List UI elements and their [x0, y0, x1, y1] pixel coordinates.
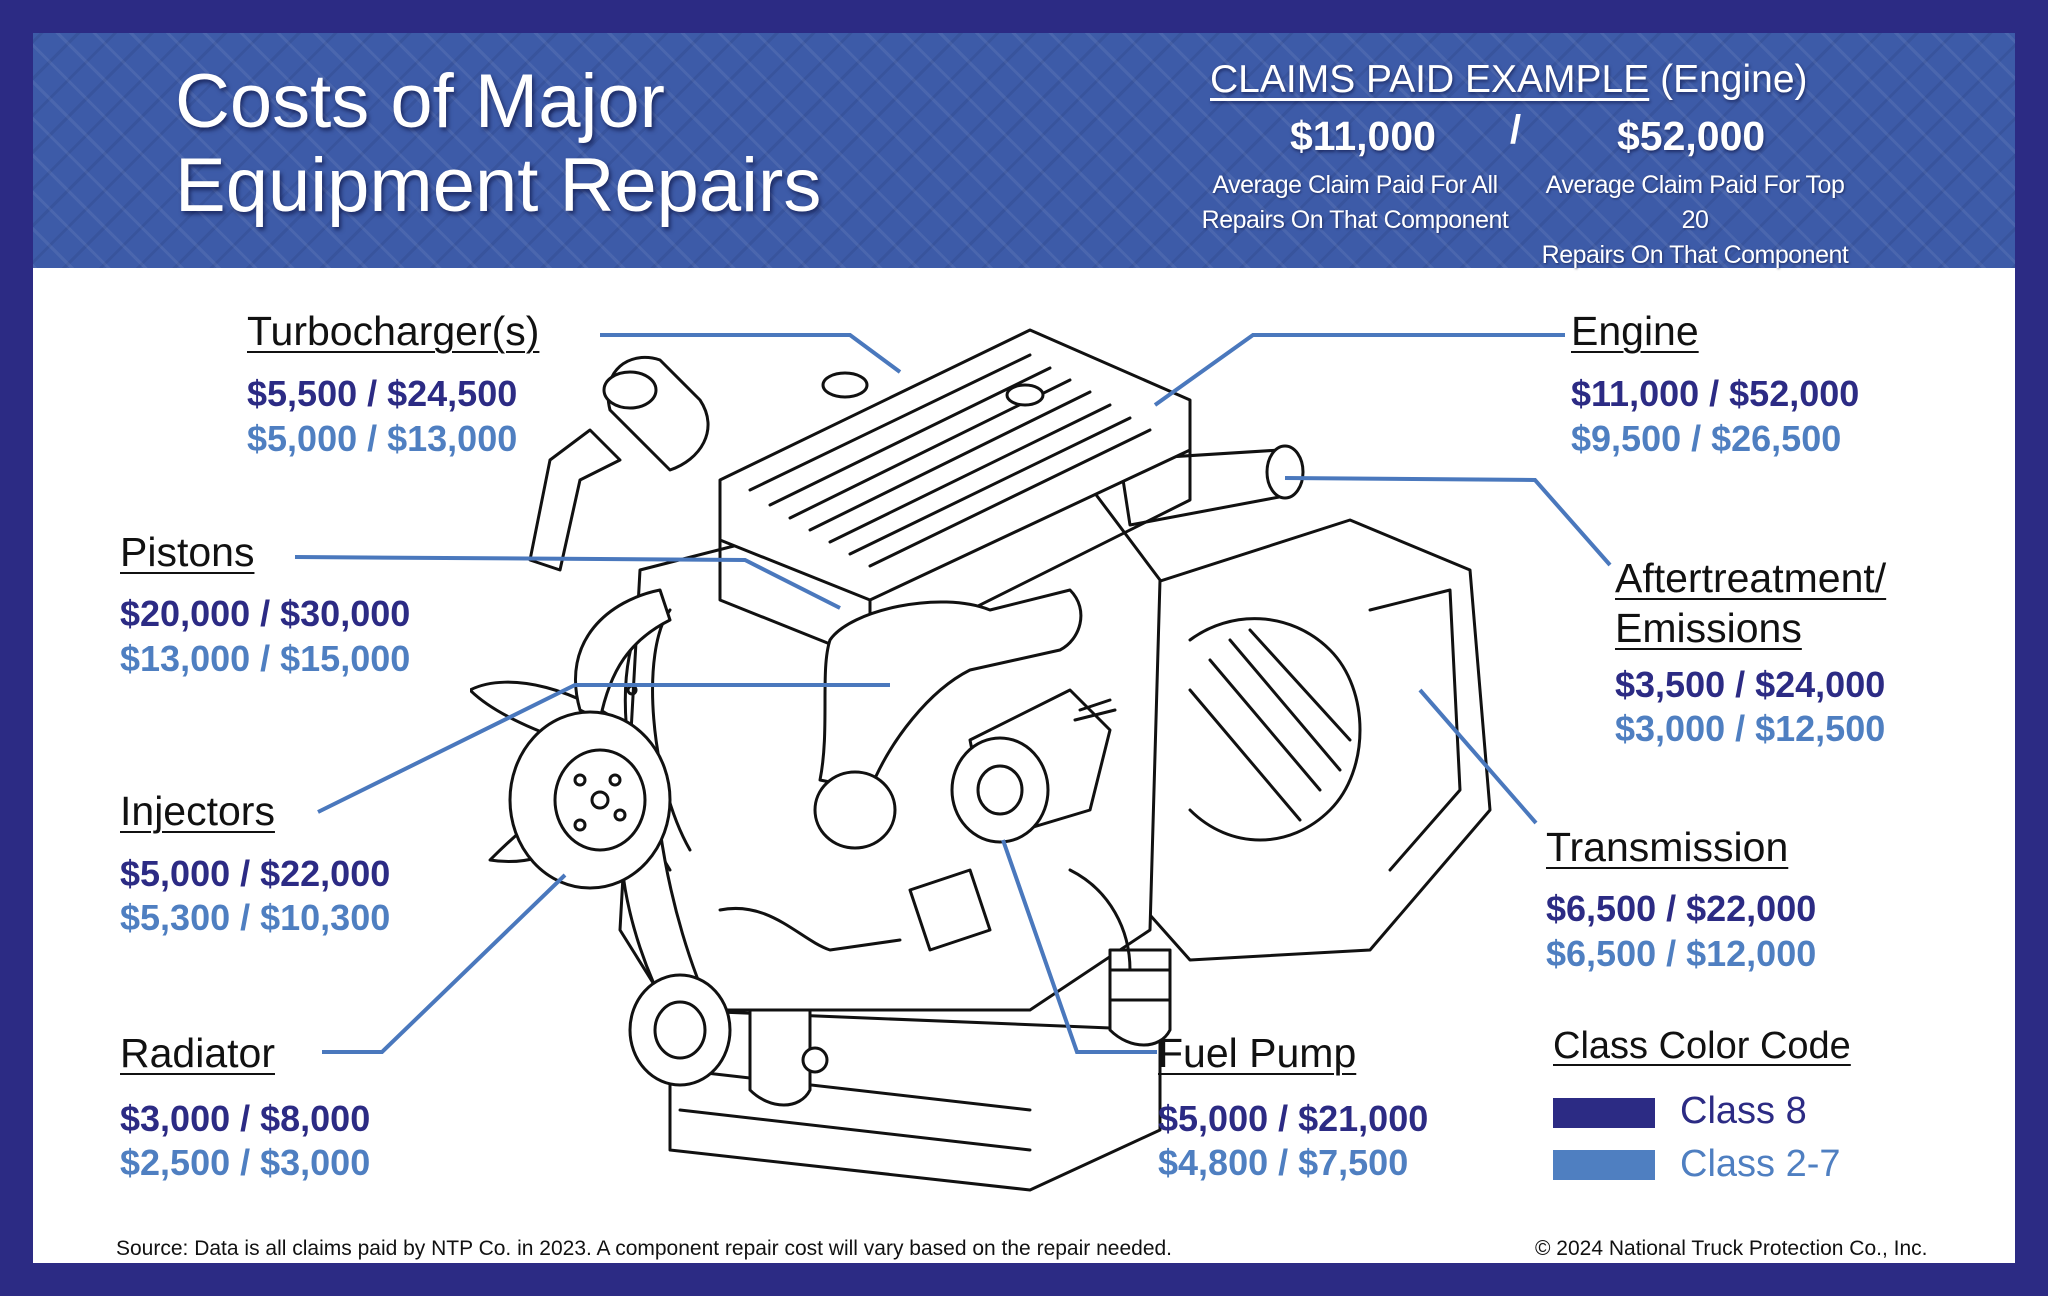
- legend-label-class27: Class 2-7: [1680, 1143, 1841, 1185]
- leader-pistons: [294, 555, 841, 610]
- aftertreatment-class8-cost: $3,500 / $24,000: [1615, 664, 1886, 705]
- turbocharger-class27-cost: $5,000 / $13,000: [247, 418, 518, 459]
- pistons-class8-cost: $20,000 / $30,000: [120, 593, 411, 634]
- aftertreatment-label: Aftertreatment/ Emissions: [1615, 553, 1886, 653]
- leader-injectors: [317, 683, 890, 814]
- engine-class27-cost: $9,500 / $26,500: [1571, 418, 1842, 459]
- top20-desc-line-2: Repairs On That Component: [1541, 241, 1849, 269]
- claims-title-main: CLAIMS PAID EXAMPLE: [1210, 58, 1650, 101]
- fan-blade: [574, 588, 672, 722]
- top20-claim-description: Average Claim Paid For Top 20 Repairs On…: [1530, 168, 1860, 273]
- leader-transmission: [1418, 688, 1538, 825]
- injectors-class27-cost: $5,300 / $10,300: [120, 897, 391, 938]
- transmission-label: Transmission: [1546, 824, 1789, 870]
- page-title: Costs of Major Equipment Repairs: [175, 60, 821, 228]
- injectors-class8-cost: $5,000 / $22,000: [120, 853, 391, 894]
- intake-pipe: [818, 588, 1083, 792]
- aftertreatment-label-line-1: Aftertreatment/: [1615, 555, 1887, 601]
- legend-title: Class Color Code: [1553, 1025, 1851, 1067]
- claims-example-title: CLAIMS PAID EXAMPLE (Engine): [1210, 58, 1808, 102]
- top20-desc-line-1: Average Claim Paid For Top 20: [1545, 171, 1845, 234]
- fuel-pump-class27-cost: $4,800 / $7,500: [1158, 1142, 1409, 1183]
- legend-swatch-class27: [1553, 1150, 1655, 1180]
- claims-title-suffix: (Engine): [1660, 58, 1808, 101]
- engine-illustration: [470, 328, 1492, 1192]
- avg-claim-description: Average Claim Paid For All Repairs On Th…: [1198, 168, 1512, 238]
- leader-engine: [1153, 333, 1565, 407]
- avg-desc-line-2: Repairs On That Component: [1201, 206, 1509, 234]
- legend-label-class8: Class 8: [1680, 1090, 1807, 1132]
- pistons-label: Pistons: [120, 529, 255, 575]
- copyright: © 2024 National Truck Protection Co., In…: [1535, 1237, 1928, 1260]
- transmission-class27-cost: $6,500 / $12,000: [1546, 933, 1817, 974]
- legend-swatch-class8: [1553, 1098, 1655, 1128]
- fuel-pump-class8-cost: $5,000 / $21,000: [1158, 1098, 1429, 1139]
- engine-class8-cost: $11,000 / $52,000: [1571, 373, 1860, 414]
- header-banner: [33, 33, 2015, 268]
- turbocharger-class8-cost: $5,500 / $24,500: [247, 373, 518, 414]
- engine-label: Engine: [1571, 308, 1699, 354]
- leader-radiator: [322, 873, 567, 1054]
- radiator-class8-cost: $3,000 / $8,000: [120, 1098, 371, 1139]
- title-line-1: Costs of Major: [175, 59, 665, 144]
- radiator-class27-cost: $2,500 / $3,000: [120, 1142, 371, 1183]
- source-note: Source: Data is all claims paid by NTP C…: [116, 1237, 1173, 1260]
- radiator-label: Radiator: [120, 1030, 275, 1076]
- title-line-2: Equipment Repairs: [175, 143, 822, 228]
- aftertreatment-class27-cost: $3,000 / $12,500: [1615, 708, 1886, 749]
- fuel-pump-label: Fuel Pump: [1158, 1030, 1357, 1076]
- avg-desc-line-1: Average Claim Paid For All: [1212, 171, 1498, 199]
- leader-fuel-pump: [1001, 839, 1157, 1054]
- aftertreatment-label-line-2: Emissions: [1615, 605, 1802, 651]
- transmission-class8-cost: $6,500 / $22,000: [1546, 888, 1817, 929]
- injectors-label: Injectors: [120, 788, 275, 834]
- value-separator: /: [1510, 108, 1522, 152]
- avg-claim-value: $11,000: [1290, 113, 1436, 159]
- turbocharger-label: Turbocharger(s): [247, 308, 540, 354]
- leader-aftertreatment: [1284, 476, 1612, 567]
- top20-claim-value: $52,000: [1617, 113, 1766, 159]
- pistons-class27-cost: $13,000 / $15,000: [120, 638, 411, 679]
- leader-turbocharger: [600, 333, 902, 374]
